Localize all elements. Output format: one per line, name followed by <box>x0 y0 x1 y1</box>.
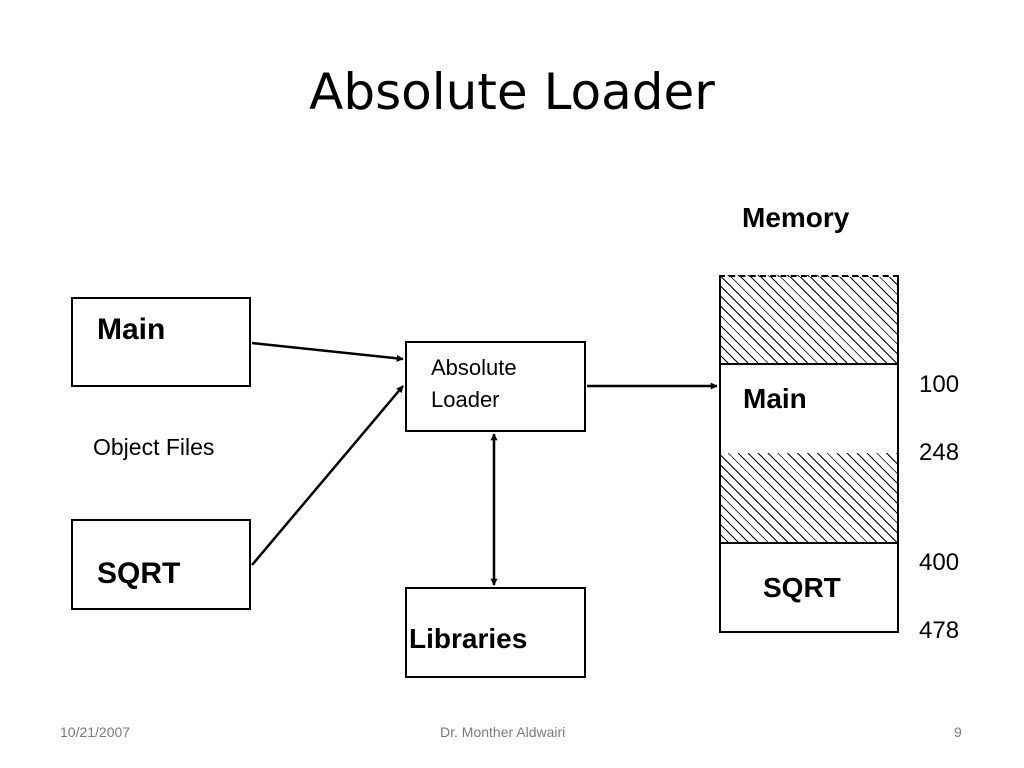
address-label: 400 <box>919 549 960 576</box>
absolute-loader-box: Absolute Loader <box>405 341 586 432</box>
footer-author: Dr. Monther Aldwairi <box>440 724 566 740</box>
libraries-label: Libraries <box>409 623 528 654</box>
memory-main-segment: Main <box>719 363 899 455</box>
sqrt-object-label: SQRT <box>97 557 181 590</box>
footer-page-number: 9 <box>954 724 962 740</box>
loader-label-line2: Loader <box>431 387 500 412</box>
arrow-main-to-loader <box>251 341 404 362</box>
libraries-box: Libraries <box>405 587 586 678</box>
loader-label-line1: Absolute <box>431 355 517 380</box>
address-label: 248 <box>919 439 960 466</box>
memory-sqrt-segment: SQRT <box>719 542 899 633</box>
address-label: 478 <box>919 617 960 644</box>
main-object-label: Main <box>97 313 166 346</box>
memory-sqrt-label: SQRT <box>763 572 841 603</box>
memory-title: Memory <box>742 202 850 233</box>
arrow-sqrt-to-loader <box>251 385 404 566</box>
memory-unused-top <box>719 275 899 365</box>
footer-date: 10/21/2007 <box>60 724 131 740</box>
slide-title: Absolute Loader <box>309 63 715 121</box>
memory-main-label: Main <box>743 383 807 414</box>
main-object-box: Main <box>71 297 251 387</box>
sqrt-object-box: SQRT <box>71 519 251 610</box>
memory-unused-middle <box>719 453 899 544</box>
address-label: 100 <box>919 371 960 398</box>
object-files-label: Object Files <box>93 434 215 460</box>
